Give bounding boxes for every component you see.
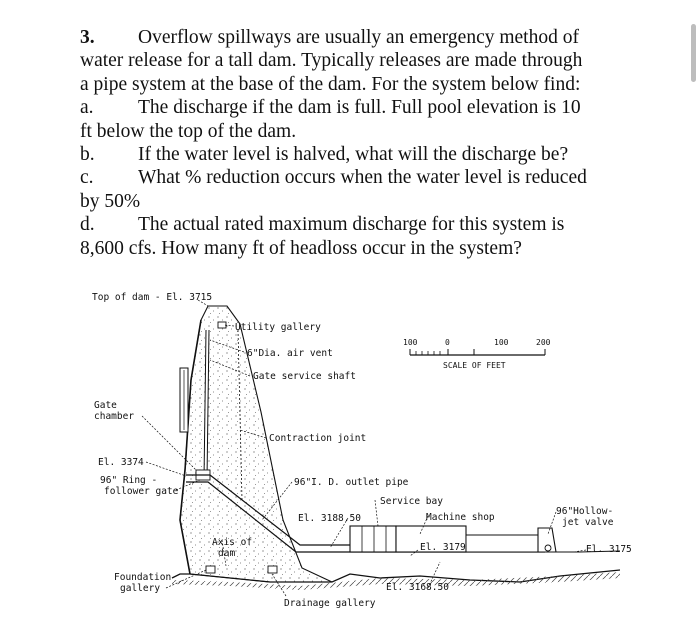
problem-intro-line-3: a pipe system at the base of the dam. Fo… xyxy=(80,73,581,95)
label-outlet-pipe: 96"I. D. outlet pipe xyxy=(294,477,409,488)
service-bay-structure xyxy=(349,525,397,553)
label-el-3188: El. 3188.50 xyxy=(298,513,361,524)
label-drainage-gallery: Drainage gallery xyxy=(284,598,376,609)
scale-caption: SCALE OF FEET xyxy=(443,361,506,370)
utility-gallery-shape xyxy=(217,321,227,329)
label-machine-shop: Machine shop xyxy=(426,512,495,523)
gate-service-shaft-shape xyxy=(203,329,207,481)
label-foundation-gallery-2: gallery xyxy=(120,583,160,594)
tailwater-line xyxy=(556,550,621,553)
scale-tick-200: 200 xyxy=(536,338,551,347)
label-el-3175: El. 3175 xyxy=(586,544,632,555)
label-hollow-jet-2: jet valve xyxy=(562,517,614,528)
scale-tick-100: 100 xyxy=(494,338,509,347)
contraction-joint-shape xyxy=(237,329,243,501)
drainage-gallery-shape xyxy=(267,565,278,574)
dam-upstream-face xyxy=(179,319,202,575)
label-air-vent: 6"Dia. air vent xyxy=(247,348,333,359)
scale-bar: 100 0 100 200 SCALE OF FEET xyxy=(403,338,551,370)
label-axis-of-dam-2: dam xyxy=(218,548,235,559)
label-el-3179: El. 3179 xyxy=(420,542,466,553)
scale-tick-0: 0 xyxy=(445,338,450,347)
scale-tick-100-left: 100 xyxy=(403,338,418,347)
label-hollow-jet-1: 96"Hollow- xyxy=(556,506,613,517)
part-c-label: c. xyxy=(80,167,94,189)
label-el-3374: El. 3374 xyxy=(98,457,144,468)
problem-number: 3. xyxy=(80,27,95,48)
label-axis-of-dam-1: Axis of xyxy=(212,537,252,548)
part-d: d.The actual rated maximum discharge for… xyxy=(80,214,565,236)
part-c: c.What % reduction occurs when the water… xyxy=(80,167,587,189)
label-top-of-dam: Top of dam - El. 3715 xyxy=(92,292,212,303)
label-gate-chamber-1: Gate xyxy=(94,400,117,411)
part-a-cont: ft below the top of the dam. xyxy=(80,120,297,142)
part-c-cont: by 50% xyxy=(80,190,141,212)
part-a-label: a. xyxy=(80,97,94,119)
label-foundation-gallery-1: Foundation xyxy=(114,572,171,583)
part-a: a.The discharge if the dam is full. Full… xyxy=(80,97,581,119)
label-ring-follower-1: 96" Ring - xyxy=(100,475,157,486)
part-b: b.If the water level is halved, what wil… xyxy=(80,144,569,166)
label-contraction-joint: Contraction joint xyxy=(269,433,366,444)
problem-intro-line-2: water release for a tall dam. Typically … xyxy=(80,50,583,72)
part-b-label: b. xyxy=(80,144,95,166)
label-utility-gallery: Utility gallery xyxy=(235,322,321,333)
label-ring-follower-2: follower gate xyxy=(104,486,179,497)
scrollbar[interactable] xyxy=(691,24,696,82)
part-d-label: d. xyxy=(80,214,95,236)
part-d-cont: 8,600 cfs. How many ft of headloss occur… xyxy=(80,237,522,259)
label-gate-chamber-2: chamber xyxy=(94,411,134,422)
problem-text: 3.Overflow spillways are usually an emer… xyxy=(80,26,640,260)
label-el-3168: El. 3168.50 xyxy=(386,582,449,593)
machine-shop-structure xyxy=(395,525,467,553)
foundation-gallery-shape xyxy=(205,565,216,574)
label-service-bay: Service bay xyxy=(380,496,443,507)
label-gate-service-shaft: Gate service shaft xyxy=(253,371,356,382)
problem-intro-line-1: 3.Overflow spillways are usually an emer… xyxy=(80,27,579,48)
